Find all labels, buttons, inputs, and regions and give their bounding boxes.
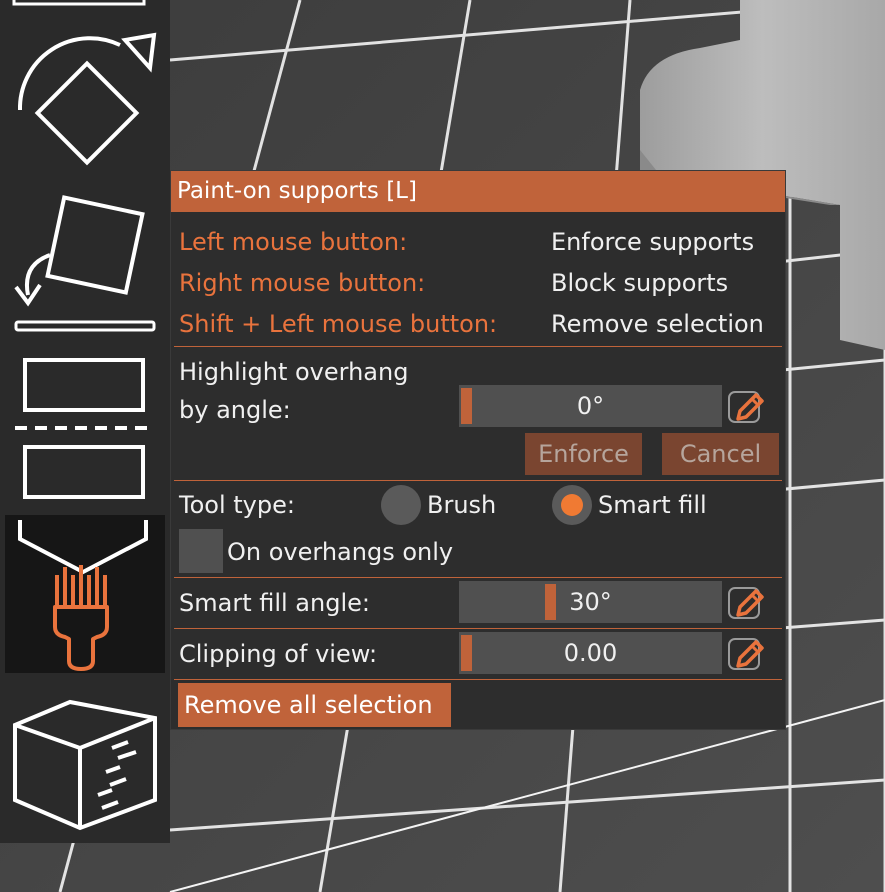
shortcut-key-left: Left mouse button: <box>179 228 408 256</box>
shortcut-action-right: Block supports <box>551 269 729 297</box>
slider-grab[interactable] <box>461 388 472 424</box>
pencil-icon <box>736 393 764 421</box>
highlight-angle-value: 0° <box>576 392 605 420</box>
highlight-label-line2: by angle: <box>179 396 291 424</box>
smart-fill-edit-button[interactable] <box>728 587 764 619</box>
shortcut-key-right: Right mouse button: <box>179 269 426 297</box>
separator <box>174 679 782 680</box>
slider-grab[interactable] <box>545 584 556 620</box>
smart-fill-angle-value: 30° <box>569 588 612 616</box>
smart-fill-label[interactable]: Smart fill <box>598 491 707 519</box>
remove-all-selection-button[interactable]: Remove all selection <box>178 683 451 727</box>
shortcut-action-left: Enforce supports <box>551 228 755 256</box>
rotate-tool[interactable] <box>0 0 170 180</box>
separator <box>174 628 782 629</box>
clipping-value: 0.00 <box>563 639 618 667</box>
pencil-icon <box>736 589 764 617</box>
separator <box>174 346 782 347</box>
paint-support-tool[interactable] <box>5 515 165 673</box>
highlight-angle-slider[interactable]: 0° <box>459 385 722 427</box>
clipping-edit-button[interactable] <box>728 638 764 670</box>
pencil-icon <box>736 640 764 668</box>
paint-on-supports-panel: Paint-on supports [L] Left mouse button:… <box>170 170 786 730</box>
separator <box>174 577 782 578</box>
seam-paint-icon <box>13 699 157 831</box>
smart-fill-radio[interactable] <box>552 485 592 525</box>
clipping-label: Clipping of view: <box>179 640 378 668</box>
tool-type-label: Tool type: <box>179 491 295 519</box>
seam-paint-tool[interactable] <box>0 690 170 840</box>
panel-title[interactable]: Paint-on supports [L] <box>171 171 785 212</box>
brush-label[interactable]: Brush <box>427 491 497 519</box>
highlight-edit-button[interactable] <box>728 391 764 423</box>
paint-support-icon <box>18 520 148 671</box>
smart-fill-angle-slider[interactable]: 30° <box>459 581 722 623</box>
radio-selected-dot <box>561 494 583 516</box>
clipping-slider[interactable]: 0.00 <box>459 632 722 674</box>
place-on-face-icon <box>14 195 156 332</box>
overhangs-only-checkbox[interactable] <box>179 529 223 573</box>
overhangs-only-label[interactable]: On overhangs only <box>227 538 454 566</box>
rotate-icon <box>12 0 157 166</box>
cancel-button[interactable]: Cancel <box>662 433 779 475</box>
enforce-button[interactable]: Enforce <box>525 433 642 475</box>
shortcut-action-shift-left: Remove selection <box>551 310 764 338</box>
highlight-label-line1: Highlight overhang <box>179 358 409 386</box>
cut-icon <box>15 358 155 499</box>
place-on-face-tool[interactable] <box>0 185 170 335</box>
separator <box>174 480 782 481</box>
left-toolbar <box>0 0 170 843</box>
shortcut-key-shift-left: Shift + Left mouse button: <box>179 310 498 338</box>
cut-tool[interactable] <box>0 350 170 510</box>
smart-fill-angle-label: Smart fill angle: <box>179 589 370 617</box>
slider-grab[interactable] <box>461 635 472 671</box>
brush-radio[interactable] <box>381 485 421 525</box>
